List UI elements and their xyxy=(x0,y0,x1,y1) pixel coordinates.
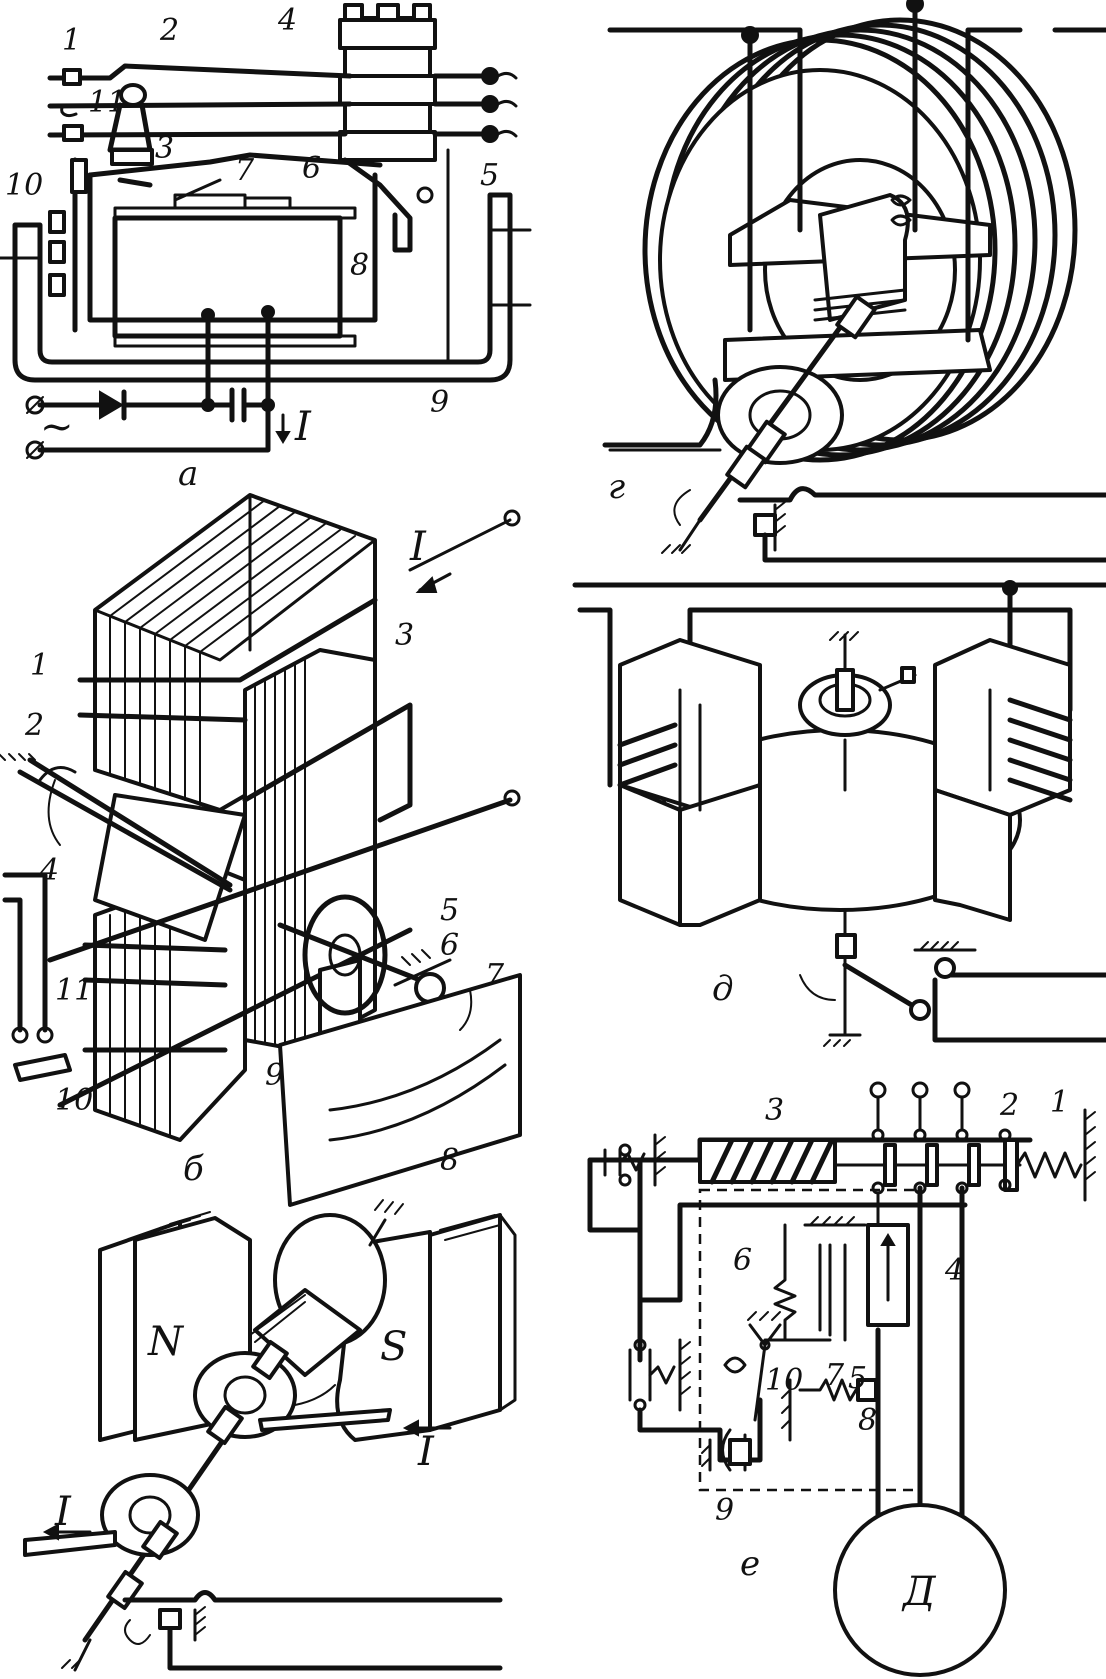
panel-d-induction-cylinder-relay: г xyxy=(602,0,1106,563)
panel-a-ac-symbol: ~ xyxy=(40,404,74,450)
panel-b-label-10: 10 xyxy=(55,1083,93,1118)
panel-b-caption: б xyxy=(183,1149,204,1189)
panel-a-current: I xyxy=(294,404,312,450)
panel-b-label-9: 9 xyxy=(265,1058,284,1093)
panel-d-caption: г xyxy=(608,467,625,507)
panel-c-pole-n: N xyxy=(147,1319,185,1365)
panel-c-magnetoelectric-relay: N S I I xyxy=(23,1199,517,1672)
panel-a-label-9: 9 xyxy=(430,385,449,420)
panel-b-current: I xyxy=(409,524,427,570)
panel-f-label-3: 3 xyxy=(765,1093,784,1128)
panel-e-induction-disk-relay: д xyxy=(572,580,1106,1047)
panel-b-induction-relay: 1 2 3 4 5 6 7 8 9 10 11 I б xyxy=(0,493,522,1207)
panel-f-label-10: 10 xyxy=(765,1363,803,1398)
panel-a-label-1: 1 xyxy=(62,23,81,58)
panel-a-label-7: 7 xyxy=(235,153,255,188)
panel-f-caption: е xyxy=(740,1544,760,1584)
panel-a-label-11: 11 xyxy=(88,85,126,120)
panel-a-label-2: 2 xyxy=(159,13,179,48)
panel-f-label-2: 2 xyxy=(999,1088,1019,1123)
panel-b-label-7: 7 xyxy=(485,958,505,993)
panel-a-label-3: 3 xyxy=(155,131,174,166)
panel-a-label-5: 5 xyxy=(480,158,499,193)
panel-b-label-4: 4 xyxy=(39,853,59,888)
panel-a-label-10: 10 xyxy=(5,168,43,203)
panel-c-current-out: I xyxy=(54,1489,72,1535)
panel-b-label-5: 5 xyxy=(440,893,459,928)
panel-f-thermal-relay-circuit: Д 3 2 1 4 6 7 5 10 8 9 е xyxy=(587,1081,1096,1677)
panel-b-label-3: 3 xyxy=(395,618,414,653)
panel-b-label-6: 6 xyxy=(440,928,459,963)
panel-f-motor-label: Д xyxy=(901,1569,937,1615)
panel-c-pole-s: S xyxy=(380,1324,407,1370)
panel-f-label-7: 7 xyxy=(825,1358,845,1393)
panel-f-label-4: 4 xyxy=(944,1253,964,1288)
panel-c-current-in: I xyxy=(417,1429,435,1475)
panel-f-label-8: 8 xyxy=(858,1403,877,1438)
panel-f-label-6: 6 xyxy=(733,1243,752,1278)
panel-a-label-6: 6 xyxy=(302,151,321,186)
panel-a-relay: 1 2 4 11 3 7 6 5 10 8 9 I ~ а xyxy=(0,3,532,494)
panel-f-label-1: 1 xyxy=(1050,1085,1069,1120)
panel-b-label-11: 11 xyxy=(55,973,93,1008)
panel-a-caption: а xyxy=(178,454,198,494)
panel-f-label-9: 9 xyxy=(715,1493,734,1528)
panel-f-label-5: 5 xyxy=(848,1361,867,1396)
panel-b-label-1: 1 xyxy=(30,648,49,683)
motor xyxy=(833,1503,1007,1677)
panel-b-label-2: 2 xyxy=(24,708,44,743)
panel-a-label-8: 8 xyxy=(350,248,369,283)
panel-a-label-4: 4 xyxy=(277,3,297,38)
panel-e-caption: д xyxy=(712,969,734,1009)
panel-b-label-8: 8 xyxy=(440,1143,459,1178)
